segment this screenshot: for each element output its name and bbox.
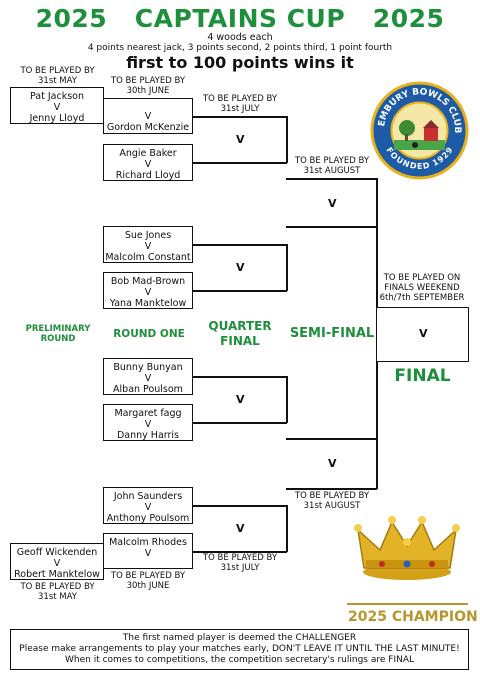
rulings-note: When it comes to competitions, the compe…	[64, 655, 414, 665]
round-one-bottom-deadline: TO BE PLAYED BY 30th JUNE	[110, 571, 186, 591]
champion-label: 2025 CHAMPION	[348, 609, 478, 625]
versus: V	[144, 287, 152, 298]
player-1: Margaret fagg	[114, 408, 182, 419]
versus: V	[53, 558, 61, 569]
round-one-match-2: Angie Baker V Richard Lloyd	[103, 144, 193, 181]
prelim-match-2: Geoff Wickenden V Robert Manktelow	[10, 543, 104, 580]
versus: V	[144, 373, 152, 384]
round-one-match-7: John Saunders V Anthony Poulsom	[103, 487, 193, 524]
page-title: 2025 CAPTAINS CUP 2025	[35, 4, 445, 33]
bracket-line	[193, 551, 287, 553]
player-2: Richard Lloyd	[115, 170, 181, 181]
bracket-line	[286, 505, 288, 552]
player-1: John Saunders	[113, 491, 183, 502]
sf-2-versus: V	[328, 457, 337, 470]
versus: V	[144, 159, 152, 170]
round-one-match-3: Sue Jones V Malcolm Constant	[103, 226, 193, 263]
qf-1-versus: V	[236, 133, 245, 146]
semi-top-deadline: TO BE PLAYED BY 31st AUGUST	[294, 156, 370, 176]
bracket-line	[193, 505, 287, 507]
player-2: Gordon McKenzie	[106, 122, 190, 133]
versus: V	[144, 111, 152, 122]
bracket-line	[193, 422, 287, 424]
player-1: Sue Jones	[124, 230, 172, 241]
round-one-match-5: Bunny Bunyan V Alban Poulsom	[103, 358, 193, 395]
bracket-line	[376, 178, 378, 308]
player-1: Angie Baker	[119, 148, 177, 159]
quarter-top-deadline: TO BE PLAYED BY 31st JULY	[202, 94, 278, 114]
versus: V	[144, 419, 152, 430]
bracket-line	[286, 488, 377, 490]
sf-1-versus: V	[328, 197, 337, 210]
bracket-line	[286, 244, 288, 291]
crown-icon	[354, 516, 460, 580]
semi-final-label: SEMI-FINAL	[289, 326, 375, 341]
challenger-note: The first named player is deemed the CHA…	[122, 633, 357, 643]
round-one-match-8: Malcolm Rhodes V	[103, 533, 193, 569]
bracket-line	[286, 376, 288, 423]
quarter-final-label: QUARTER FINAL	[208, 319, 272, 348]
round-one-match-4: Bob Mad-Brown V Yana Manktelow	[103, 272, 193, 309]
woods-note: 4 woods each	[207, 32, 273, 43]
player-2: Anthony Poulsom	[106, 513, 190, 524]
bracket-line	[286, 116, 288, 163]
bracket-line	[193, 244, 287, 246]
player-1: Bunny Bunyan	[113, 362, 183, 373]
round-one-label: ROUND ONE	[113, 328, 185, 340]
player-2: Jenny Lloyd	[29, 113, 85, 124]
prelim-top-deadline: TO BE PLAYED BY 31st MAY	[20, 66, 95, 86]
winning-note: first to 100 points wins it	[126, 53, 354, 72]
player-2: Yana Manktelow	[109, 298, 187, 309]
bracket-line	[286, 438, 377, 440]
player-2: Danny Harris	[116, 430, 180, 441]
bracket-line	[193, 290, 287, 292]
final-versus: V	[419, 327, 428, 340]
final-deadline: TO BE PLAYED ON FINALS WEEKEND 6th/7th S…	[379, 273, 465, 303]
player-1: Pat Jackson	[30, 91, 84, 102]
versus: V	[144, 241, 152, 252]
bracket-line	[193, 116, 287, 118]
bracket-line	[286, 226, 377, 228]
qf-4-versus: V	[236, 522, 245, 535]
qf-3-versus: V	[236, 393, 245, 406]
round-one-match-1: V Gordon McKenzie	[103, 98, 193, 134]
player-2: Alban Poulsom	[113, 384, 183, 395]
arrangement-note: Please make arrangements to play your ma…	[19, 644, 460, 654]
final-label: FINAL	[394, 366, 451, 386]
versus: V	[144, 502, 152, 513]
round-one-top-deadline: TO BE PLAYED BY 30th JUNE	[110, 76, 186, 96]
bracket-line	[193, 376, 287, 378]
player-1: Geoff Wickenden	[16, 547, 98, 558]
club-badge-logo: PEMBURY BOWLS CLUB FOUNDED 1929	[369, 80, 469, 180]
champion-dotted-line	[347, 603, 468, 605]
player-2: Robert Manktelow	[14, 569, 100, 580]
footer-rules: The first named player is deemed the CHA…	[10, 629, 469, 670]
versus: V	[53, 102, 61, 113]
prelim-match-1: Pat Jackson V Jenny Lloyd	[10, 87, 104, 124]
bracket-line	[376, 361, 378, 489]
preliminary-round-label: PRELIMINARY ROUND	[25, 324, 91, 344]
player-1: Bob Mad-Brown	[110, 276, 186, 287]
bracket-line	[193, 162, 287, 164]
player-1: Malcolm Rhodes	[109, 537, 187, 548]
points-note: 4 points nearest jack, 3 points second, …	[87, 43, 393, 53]
player-2: Malcolm Constant	[105, 252, 191, 263]
versus: V	[144, 548, 152, 559]
bracket-line	[286, 178, 377, 180]
quarter-bottom-deadline: TO BE PLAYED BY 31st JULY	[202, 553, 278, 573]
final-match-box	[376, 307, 469, 362]
semi-bottom-deadline: TO BE PLAYED BY 31st AUGUST	[294, 491, 370, 511]
round-one-match-6: Margaret fagg V Danny Harris	[103, 404, 193, 441]
prelim-bottom-deadline: TO BE PLAYED BY 31st MAY	[20, 582, 95, 602]
qf-2-versus: V	[236, 261, 245, 274]
